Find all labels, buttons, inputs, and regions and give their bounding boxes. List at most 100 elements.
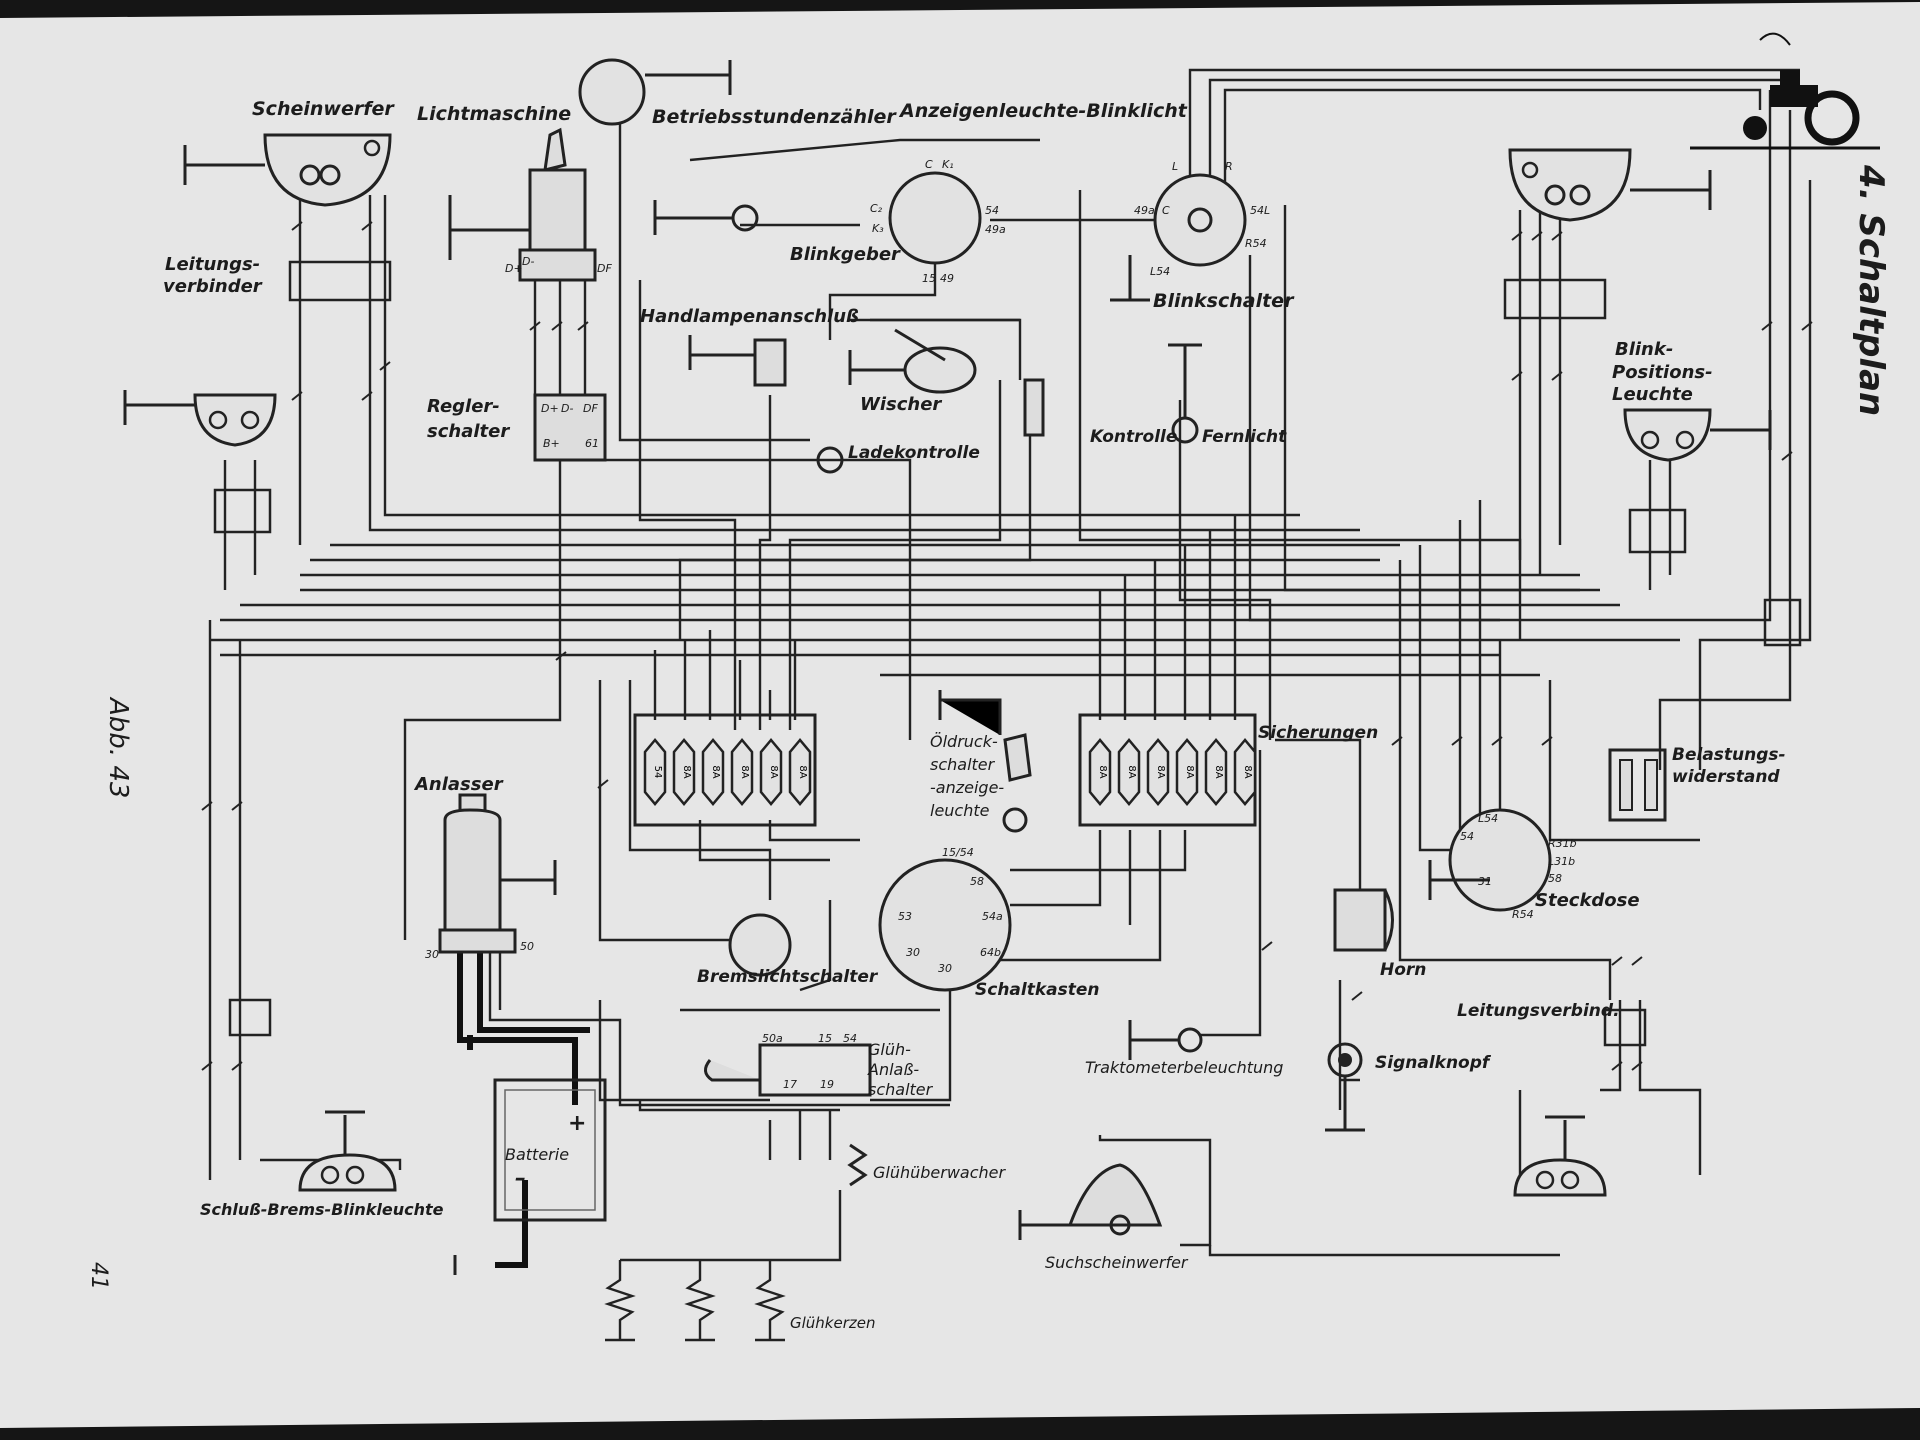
right-fuse-3 bbox=[1146, 738, 1170, 806]
right-fuse-label-3: 8A bbox=[1155, 765, 1166, 778]
label-ladekontrolle: Ladekontrolle bbox=[848, 443, 980, 463]
term-anl-50: 50 bbox=[520, 940, 534, 953]
tail-lamp-left bbox=[228, 998, 397, 1192]
label-belastung-1: Belastungs- bbox=[1672, 745, 1786, 765]
connector-left bbox=[288, 260, 392, 302]
term-sk-53: 53 bbox=[898, 910, 912, 923]
term-lima-dplus: D+ bbox=[505, 262, 523, 275]
label-leitungsverbinder-2: verbinder bbox=[163, 276, 263, 297]
term-sk-30b: 30 bbox=[938, 962, 952, 975]
term-gs-17: 17 bbox=[783, 1078, 797, 1091]
wiring-harness bbox=[208, 68, 1812, 1262]
label-scheinwerfer: Scheinwerfer bbox=[252, 98, 395, 120]
glow-monitor bbox=[847, 1143, 868, 1187]
glow-start-switch bbox=[704, 1043, 872, 1097]
horn bbox=[1333, 888, 1394, 952]
oil-pressure-switch bbox=[938, 690, 1032, 833]
term-bs-l: L bbox=[1172, 160, 1178, 173]
label-anzeigenleuchte: Anzeigenleuchte-Blinklicht bbox=[898, 100, 1188, 122]
left-fuse-label-3: 8A bbox=[710, 765, 721, 778]
blink-position-lamp-left bbox=[123, 390, 277, 534]
labels: Scheinwerfer Lichtmaschine Betriebsstund… bbox=[163, 98, 1786, 1332]
hour-meter bbox=[578, 58, 732, 126]
label-glueh-ueberwacher: Glühüberwacher bbox=[873, 1163, 1007, 1182]
term-bs-54l: 54L bbox=[1250, 204, 1270, 217]
term-st-r31b: R31b bbox=[1548, 837, 1577, 850]
charge-lamp bbox=[816, 446, 844, 474]
headlight-left bbox=[183, 133, 392, 207]
headlight-right bbox=[1503, 148, 1712, 320]
label-bremslichtschalter: Bremslichtschalter bbox=[697, 967, 879, 987]
label-blinkgeber: Blinkgeber bbox=[790, 244, 901, 265]
label-leitungsverbind: Leitungsverbind. bbox=[1457, 1001, 1620, 1021]
terminal-labels: D- D+ DF D+ D- DF B+ 61 C K₁ C₂ K₃ 54 49… bbox=[425, 158, 1577, 1191]
label-schluss-leuchte: Schluß-Brems-Blinkleuchte bbox=[200, 1200, 444, 1219]
term-bg-49a: 49a bbox=[985, 223, 1006, 236]
traktometer-lamp bbox=[1128, 1020, 1203, 1060]
term-bs-49a: 49a bbox=[1134, 204, 1155, 217]
right-fuse-label-2: 8A bbox=[1126, 765, 1137, 778]
label-blinkschalter: Blinkschalter bbox=[1153, 290, 1295, 312]
starter-motor bbox=[438, 793, 557, 954]
brake-light-switch bbox=[728, 913, 792, 977]
term-regler-dminus: D- bbox=[561, 402, 573, 415]
load-resistor bbox=[1608, 748, 1667, 822]
connector-far-right bbox=[1763, 598, 1802, 647]
trailer-socket bbox=[1428, 808, 1552, 912]
term-sk-15-54: 15/54 bbox=[942, 846, 974, 859]
term-gs-15: 15 bbox=[818, 1032, 832, 1045]
term-st-54: 54 bbox=[1460, 830, 1474, 843]
term-sk-64b: 64b bbox=[980, 946, 1001, 959]
label-signalknopf: Signalknopf bbox=[1375, 1053, 1492, 1073]
left-fuse-1 bbox=[643, 738, 667, 806]
term-bg-c: C bbox=[925, 158, 933, 171]
left-fuse-4 bbox=[730, 738, 754, 806]
switch-box bbox=[878, 858, 1012, 992]
label-wischer: Wischer bbox=[860, 394, 942, 415]
right-fuse-label-1: 8A bbox=[1097, 765, 1108, 778]
term-bs-l54: L54 bbox=[1150, 265, 1170, 278]
label-oeldruck-2: schalter bbox=[930, 755, 996, 774]
label-gluehkerzen: Glühkerzen bbox=[790, 1314, 876, 1332]
term-gs-50a: 50a bbox=[762, 1032, 783, 1045]
label-regler-2: schalter bbox=[427, 421, 510, 442]
term-gs-19: 19 bbox=[820, 1078, 834, 1091]
term-bg-54: 54 bbox=[985, 204, 999, 217]
left-fuse-label-2: 8A bbox=[681, 765, 692, 778]
term-sk-54a: 54a bbox=[982, 910, 1003, 923]
term-bs-c: C bbox=[1162, 204, 1170, 217]
term-st-l31b: L31b bbox=[1548, 855, 1575, 868]
term-sk-30a: 30 bbox=[906, 946, 920, 959]
right-fuse-label-6: 8A bbox=[1242, 765, 1253, 778]
search-light bbox=[1018, 1163, 1163, 1240]
term-regler-dplus: D+ bbox=[541, 402, 559, 415]
left-fuse-label-6: 8A bbox=[797, 765, 808, 778]
label-horn: Horn bbox=[1380, 960, 1426, 980]
right-fuse-5 bbox=[1204, 738, 1228, 806]
term-bg-k3: K₃ bbox=[872, 222, 884, 235]
label-oeldruck-1: Öldruck- bbox=[930, 732, 998, 751]
left-fuse-5 bbox=[759, 738, 783, 806]
label-traktometer: Traktometerbeleuchtung bbox=[1085, 1058, 1283, 1077]
right-fuse-2 bbox=[1117, 738, 1141, 806]
left-fuse-label-4: 8A bbox=[739, 765, 750, 778]
label-leitungsverbinder-1: Leitungs- bbox=[165, 254, 260, 275]
term-sk-58: 58 bbox=[970, 875, 984, 888]
label-blinkpos-3: Leuchte bbox=[1612, 384, 1693, 405]
label-regler-1: Regler- bbox=[427, 396, 500, 417]
label-suchscheinwerfer: Suchscheinwerfer bbox=[1045, 1253, 1189, 1272]
turn-signal-switch bbox=[1110, 173, 1247, 302]
label-belastung-2: widerstand bbox=[1672, 767, 1780, 787]
label-gluehanlass-1: Glüh- bbox=[868, 1040, 911, 1059]
term-bat-plus: + bbox=[568, 1111, 586, 1136]
term-lima-df: DF bbox=[597, 262, 612, 275]
term-regler-bplus: B+ bbox=[543, 437, 560, 450]
term-bat-minus: – bbox=[515, 1166, 526, 1191]
section-title: 4. Schaltplan bbox=[1851, 164, 1891, 416]
label-betriebsstundenzaehler: Betriebsstundenzähler bbox=[652, 106, 897, 128]
label-oeldruck-3: -anzeige- bbox=[930, 778, 1004, 797]
